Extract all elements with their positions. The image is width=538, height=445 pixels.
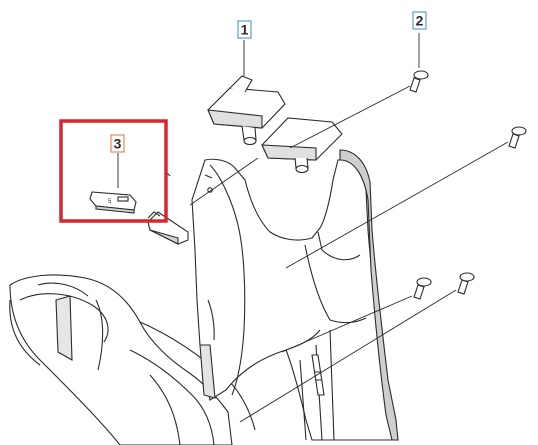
bracket-body	[191, 149, 399, 441]
callout-leaders	[117, 33, 420, 188]
callout-2-label: 2	[416, 13, 424, 29]
callout-3: 3	[110, 134, 125, 153]
callout-1-label: 1	[241, 22, 249, 38]
mounting-bracket-lower	[261, 117, 343, 174]
screw-lower-left	[413, 277, 432, 300]
mounting-bracket-upper	[207, 75, 286, 146]
screw-lower-right	[457, 272, 475, 295]
screw-top	[409, 70, 429, 93]
highlight-box	[59, 119, 168, 223]
callout-2: 2	[412, 11, 427, 30]
part-marking: 5	[108, 199, 112, 205]
clip-part-mounted	[147, 171, 189, 245]
assembly-lines	[189, 85, 509, 423]
screw-right	[508, 126, 527, 149]
clip-part-detail: 5	[89, 191, 137, 214]
callout-1: 1	[237, 20, 252, 39]
callout-3-label: 3	[114, 136, 122, 152]
